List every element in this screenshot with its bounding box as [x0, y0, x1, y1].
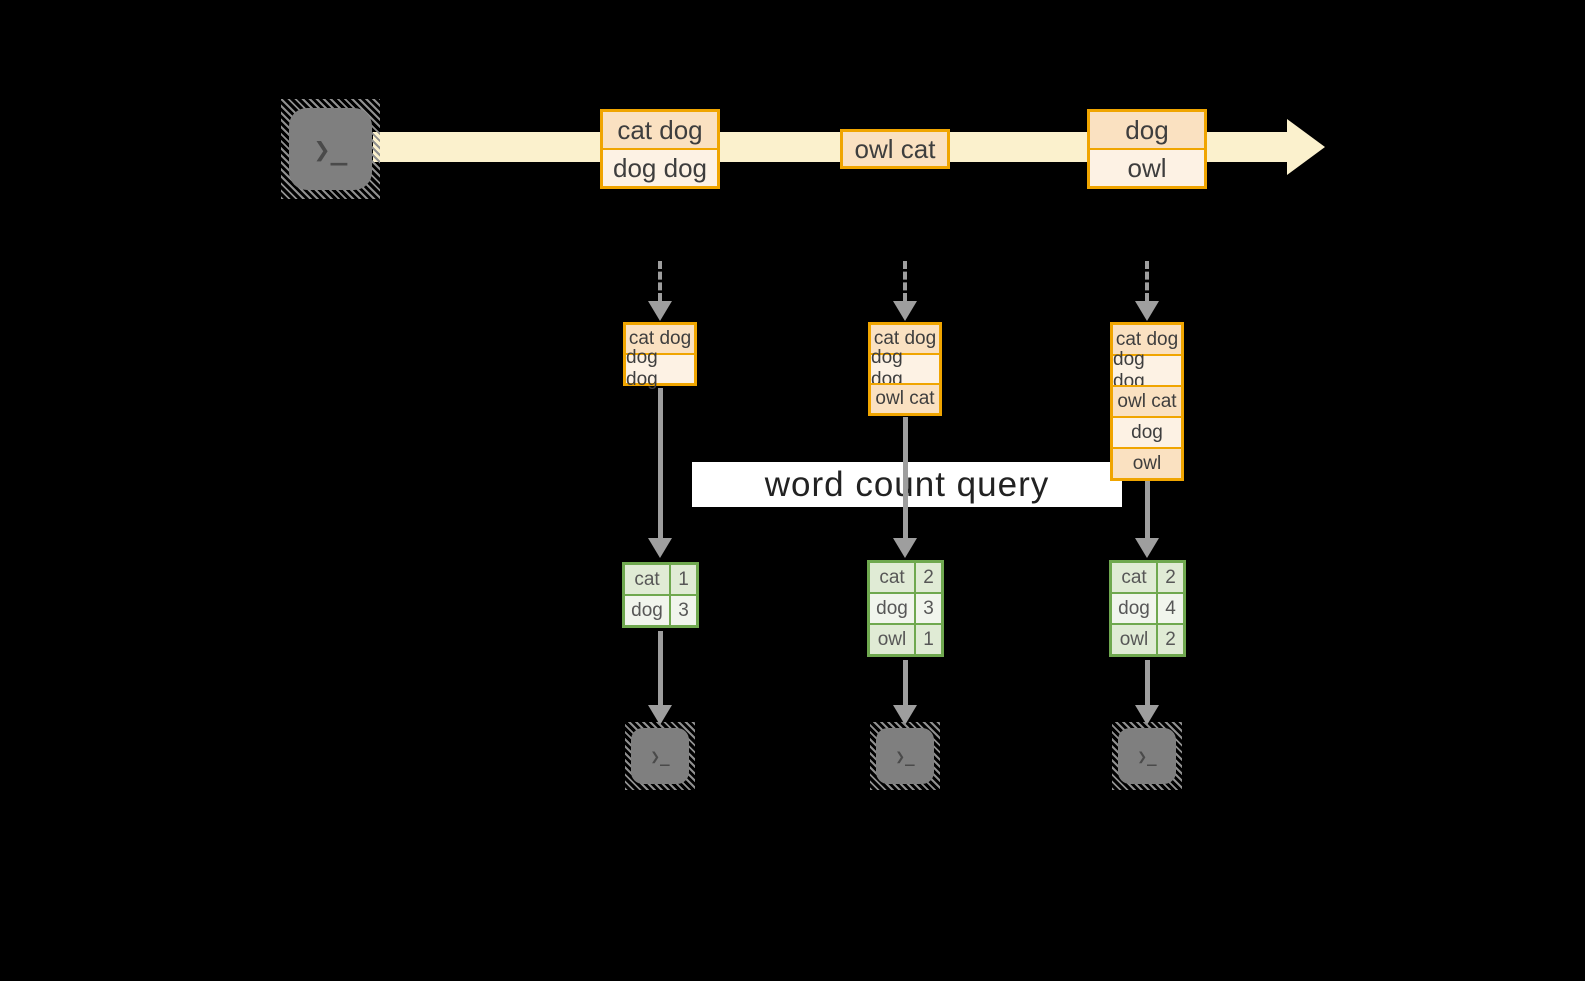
arrowhead-icon: [1135, 705, 1159, 725]
count-cell: 3: [916, 594, 941, 623]
state-row: dog: [1113, 416, 1181, 447]
stream-batch-2: owl cat: [840, 129, 950, 169]
source-terminal-icon: ❯_: [281, 99, 380, 199]
arrowhead-icon: [893, 538, 917, 558]
output-terminal-2-icon: ❯_: [870, 722, 940, 790]
batch-line: cat dog: [603, 112, 717, 148]
arrowhead-icon: [648, 301, 672, 321]
arrowhead-icon: [893, 301, 917, 321]
count-cell: 4: [1158, 594, 1183, 623]
state-row: dog dog: [626, 347, 694, 390]
word-cell: cat: [870, 563, 914, 592]
accumulated-input-1: cat dog dog dog: [623, 322, 697, 390]
state-row: dog dog: [871, 347, 939, 390]
arrowhead-icon: [648, 705, 672, 725]
terminal-prompt-glyph: ❯_: [1118, 728, 1176, 784]
arrow-line: [902, 660, 908, 705]
arrow-line: [657, 631, 663, 705]
accumulated-input-3: cat dog dog dog owl cat dog owl: [1110, 322, 1184, 481]
accumulated-input-2: cat dog dog dog owl cat: [868, 322, 942, 416]
state-row: cat dog: [871, 325, 939, 353]
batch-line: owl cat: [843, 132, 947, 166]
count-cell: 1: [916, 625, 941, 654]
batch-line: owl: [1090, 148, 1204, 186]
arrow-line: [902, 417, 908, 538]
count-cell: 2: [916, 563, 941, 592]
query-arrow-3: [1135, 481, 1159, 558]
batch-line: dog dog: [603, 148, 717, 186]
arrowhead-icon: [1135, 538, 1159, 558]
stream-arrowhead-icon: [1287, 119, 1325, 175]
terminal-prompt-glyph: ❯_: [631, 728, 689, 784]
count-cell: 3: [671, 596, 696, 625]
state-row: owl cat: [871, 383, 939, 413]
output-arrow-3: [1135, 660, 1159, 725]
word-cell: owl: [870, 625, 914, 654]
state-row: cat dog: [626, 325, 694, 353]
stream-batch-1: cat dog dog dog: [600, 109, 720, 189]
output-arrow-2: [893, 660, 917, 725]
arrow-line: [1144, 660, 1150, 705]
batch-line: dog: [1090, 112, 1204, 148]
arrowhead-icon: [1135, 301, 1159, 321]
word-cell: cat: [1112, 563, 1156, 592]
terminal-prompt-glyph: ❯_: [289, 108, 372, 190]
ingest-arrow-2: [893, 261, 917, 321]
ingest-arrow-3: [1135, 261, 1159, 321]
count-table-1: cat 1 dog 3: [622, 562, 699, 628]
query-arrow-1: [648, 388, 672, 558]
count-table-3: cat 2 dog 4 owl 2: [1109, 560, 1186, 657]
arrowhead-icon: [648, 538, 672, 558]
arrow-line: [903, 261, 907, 301]
count-cell: 2: [1158, 625, 1183, 654]
arrow-line: [657, 388, 663, 538]
stream-batch-3: dog owl: [1087, 109, 1207, 189]
state-row: cat dog: [1113, 325, 1181, 354]
word-cell: owl: [1112, 625, 1156, 654]
arrow-line: [1145, 261, 1149, 301]
arrow-line: [1144, 481, 1150, 538]
state-row: owl: [1113, 447, 1181, 478]
word-cell: dog: [625, 596, 669, 625]
word-cell: dog: [1112, 594, 1156, 623]
output-terminal-3-icon: ❯_: [1112, 722, 1182, 790]
output-terminal-1-icon: ❯_: [625, 722, 695, 790]
count-cell: 2: [1158, 563, 1183, 592]
state-row: owl cat: [1113, 385, 1181, 416]
state-row: dog dog: [1113, 349, 1181, 392]
arrowhead-icon: [893, 705, 917, 725]
word-cell: cat: [625, 565, 669, 594]
count-cell: 1: [671, 565, 696, 594]
count-table-2: cat 2 dog 3 owl 1: [867, 560, 944, 657]
word-cell: dog: [870, 594, 914, 623]
output-arrow-1: [648, 631, 672, 725]
terminal-prompt-glyph: ❯_: [876, 728, 934, 784]
ingest-arrow-1: [648, 261, 672, 321]
query-arrow-2: [893, 417, 917, 558]
arrow-line: [658, 261, 662, 301]
